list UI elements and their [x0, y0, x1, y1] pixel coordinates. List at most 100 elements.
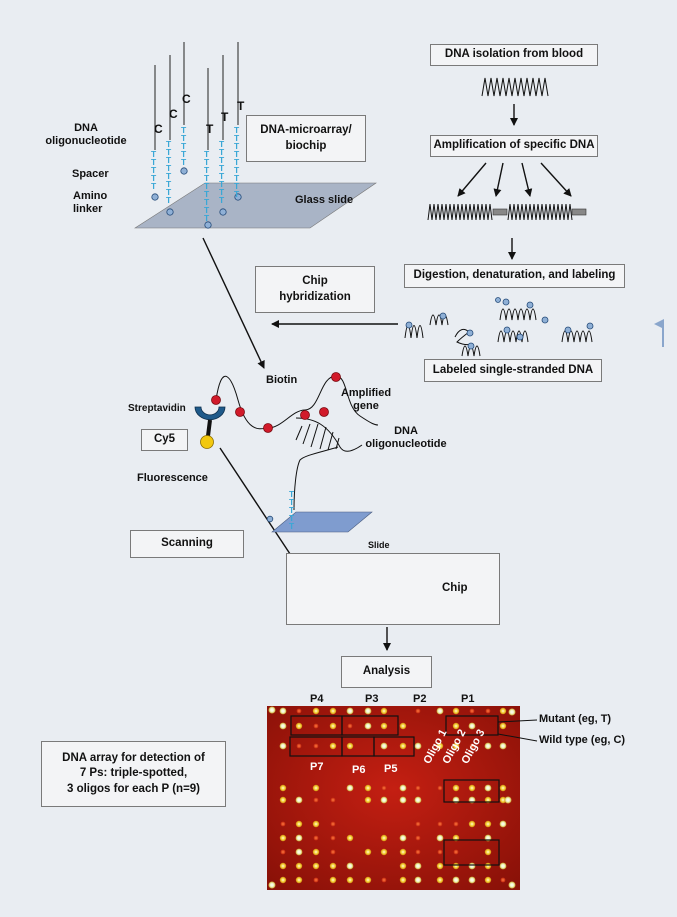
array-spot — [399, 848, 407, 856]
array-spot — [453, 849, 459, 855]
array-corner-spot — [508, 708, 516, 716]
array-spot — [437, 821, 443, 827]
analysis-box: Analysis — [341, 656, 432, 688]
array-spot — [346, 862, 354, 870]
right-flow-arrows — [202, 104, 572, 651]
array-highlight-boxes — [289, 715, 500, 866]
cy5-box: Cy5 — [141, 429, 188, 451]
array-spot — [280, 849, 286, 855]
array-spot — [279, 722, 287, 730]
array-spot — [295, 722, 303, 730]
array-spot — [295, 862, 303, 870]
array-spot — [415, 821, 421, 827]
array-spot — [484, 876, 492, 884]
array-spot — [312, 820, 320, 828]
array-spot — [468, 784, 476, 792]
biotin-label: Biotin — [266, 374, 298, 386]
isolation-box: DNA isolation from blood — [430, 44, 598, 66]
array-spot — [414, 876, 422, 884]
amino-linker-label: Amino linker — [73, 190, 108, 215]
array-spot — [452, 862, 460, 870]
array-spot — [399, 742, 407, 750]
array-spot — [469, 743, 475, 749]
chip-box: Chip — [286, 553, 500, 625]
labeled-ssdna-box: Labeled single-stranded DNA — [424, 359, 602, 382]
array-spot — [279, 834, 287, 842]
strand-letter-6: T — [237, 99, 245, 113]
array-spot — [364, 784, 372, 792]
dna-coil-right — [507, 203, 573, 221]
array-spot — [313, 723, 319, 729]
strand-letter-3: C — [182, 92, 191, 106]
strand-letter-4: T — [206, 122, 214, 136]
array-spot — [279, 784, 287, 792]
array-spot — [436, 834, 444, 842]
glass-slide-label: Glass slide — [295, 194, 354, 206]
array-spot — [346, 784, 354, 792]
array-spot — [296, 743, 302, 749]
array-spot — [485, 708, 491, 714]
array-spot — [499, 796, 507, 804]
strand-letter-5: T — [221, 110, 229, 124]
array-spot — [399, 834, 407, 842]
array-spot — [499, 722, 507, 730]
array-spot — [436, 707, 444, 715]
array-spot — [468, 862, 476, 870]
array-spot — [279, 862, 287, 870]
array-spot — [452, 784, 460, 792]
array-spot — [381, 785, 387, 791]
hybrid-strands — [215, 375, 379, 511]
dna-coil-left — [427, 203, 493, 221]
array-spot — [364, 722, 372, 730]
chip-label: Chip — [442, 582, 468, 595]
row-label-p7: P7 — [310, 761, 324, 773]
array-spots — [268, 706, 516, 889]
array-spot — [346, 707, 354, 715]
array-spot — [313, 877, 319, 883]
array-spot — [295, 820, 303, 828]
array-spot — [436, 876, 444, 884]
dna-oligo-label: DNA oligonucleotide — [45, 122, 127, 147]
array-spot — [468, 876, 476, 884]
array-spot — [295, 848, 303, 856]
label-tag-2 — [571, 208, 587, 216]
array-spot — [312, 848, 320, 856]
array-spot — [329, 742, 337, 750]
array-spot — [380, 796, 388, 804]
slide-label: Slide — [368, 540, 390, 550]
array-spot — [330, 835, 336, 841]
strand-letter-2: C — [169, 107, 178, 121]
array-spot — [279, 796, 287, 804]
streptavidin-shape — [194, 406, 226, 421]
array-spot — [399, 796, 407, 804]
array-spot — [346, 876, 354, 884]
pointer-lines — [497, 719, 538, 742]
col-label-p2: P2 — [413, 693, 427, 705]
array-spot — [313, 835, 319, 841]
array-spot — [329, 876, 337, 884]
microarray-box: DNA-microarray/ biochip — [246, 115, 366, 162]
array-spot — [414, 742, 422, 750]
array-spot — [452, 707, 460, 715]
array-corner-spot — [268, 881, 276, 889]
array-spot — [499, 862, 507, 870]
array-spot — [312, 784, 320, 792]
array-spot — [279, 707, 287, 715]
array-corner-spot — [508, 881, 516, 889]
array-spot — [380, 742, 388, 750]
scanning-box: Scanning — [130, 530, 244, 558]
streptavidin-label: Streptavidin — [128, 403, 186, 414]
label-dots — [405, 297, 594, 350]
array-spot — [364, 876, 372, 884]
cy5-dot — [200, 435, 214, 449]
array-spot — [380, 834, 388, 842]
array-spot — [399, 784, 407, 792]
array-description-box: DNA array for detection of 7 Ps: triple-… — [41, 741, 226, 807]
dna-coil-top — [481, 77, 549, 97]
array-spot — [279, 876, 287, 884]
array-spot — [347, 723, 353, 729]
array-spot — [452, 742, 460, 750]
